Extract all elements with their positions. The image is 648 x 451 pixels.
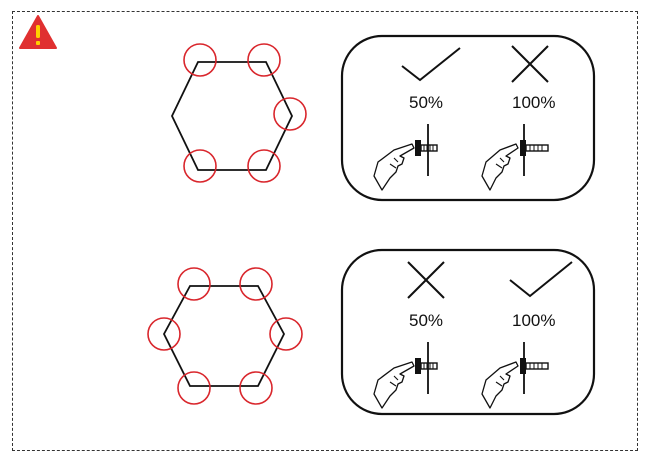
- torque-label-100: 100%: [512, 93, 556, 112]
- hand-pressing-bolt-icon: [373, 342, 438, 409]
- hexagon-diagram-top: [171, 43, 307, 183]
- torque-label-100: 100%: [512, 311, 556, 330]
- cross-mark-icon: [511, 45, 549, 83]
- check-mark-icon: [401, 47, 461, 82]
- torque-label-50: 50%: [409, 93, 444, 112]
- hand-pressing-bolt-icon: [481, 342, 549, 409]
- hand-pressing-bolt-icon: [373, 124, 438, 191]
- warning-triangle-icon: [19, 15, 57, 49]
- tightening-panel-bottom: 50% 100%: [340, 248, 596, 416]
- tightening-panel-top: 50% 100%: [340, 34, 596, 202]
- cross-mark-icon: [407, 261, 445, 299]
- torque-label-50: 50%: [409, 311, 444, 330]
- check-mark-icon: [509, 261, 573, 298]
- hand-pressing-bolt-icon: [481, 124, 549, 191]
- hexagon-diagram-bottom: [147, 267, 303, 405]
